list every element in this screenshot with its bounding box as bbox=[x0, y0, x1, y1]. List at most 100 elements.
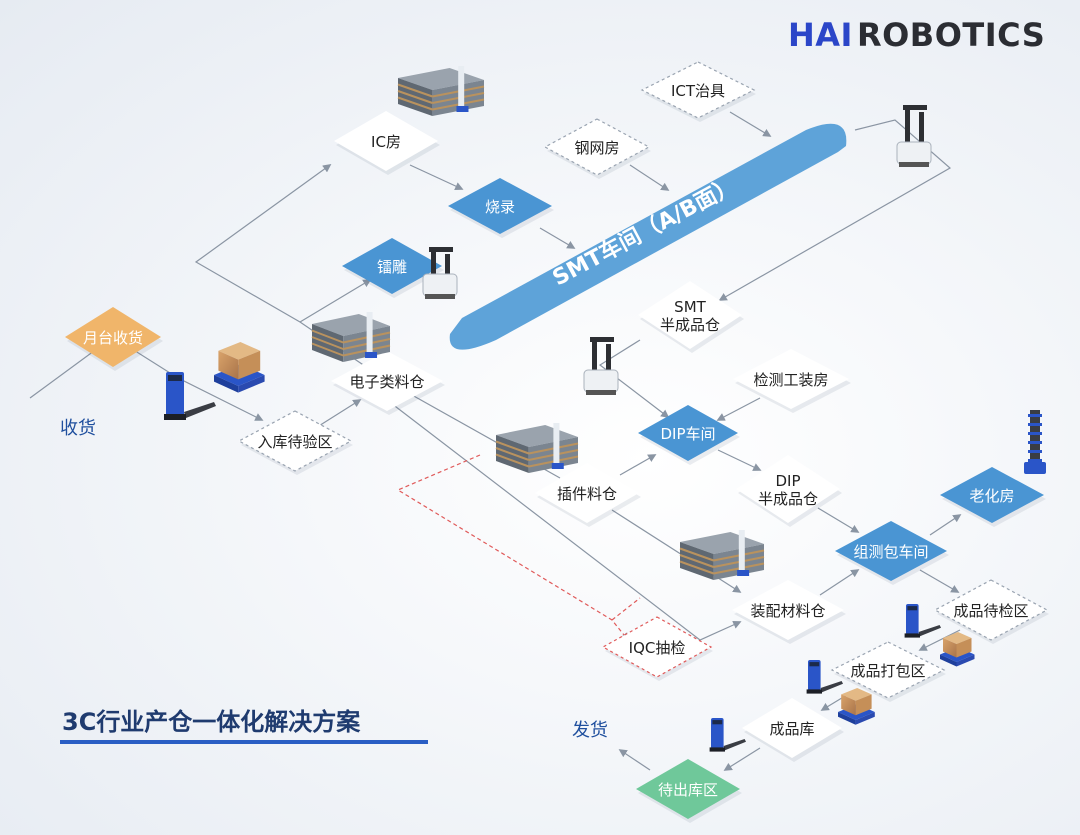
node-label: 电子类料仓 bbox=[349, 373, 424, 391]
node-shape bbox=[933, 579, 1049, 641]
forklift-robot-icon bbox=[709, 718, 746, 752]
node-label: IC房 bbox=[371, 133, 401, 151]
cargo-robot-icon bbox=[940, 632, 975, 667]
node-label: 待出库区 bbox=[658, 781, 718, 799]
node-iqc: IQC抽检 bbox=[601, 616, 713, 681]
brand-part1: HAI bbox=[788, 16, 853, 54]
connector-line bbox=[598, 339, 670, 419]
node-label: 钢网房 bbox=[574, 139, 619, 157]
node-label: 半成品仓 bbox=[758, 490, 818, 508]
node-shape bbox=[736, 455, 840, 523]
picking-robot-icon bbox=[422, 247, 458, 299]
node-shape bbox=[543, 118, 651, 176]
connector-line bbox=[299, 279, 372, 323]
cargo-robot-icon bbox=[838, 688, 875, 725]
node-shape bbox=[940, 467, 1044, 523]
node-jiance: 检测工装房 bbox=[733, 349, 851, 413]
node-label: 成品待检区 bbox=[953, 602, 1028, 620]
node-label: 成品打包区 bbox=[850, 662, 925, 680]
connector-line bbox=[618, 749, 651, 771]
node-label: ICT治具 bbox=[671, 82, 725, 100]
node-label: IQC抽检 bbox=[629, 639, 686, 657]
connector-line bbox=[817, 507, 860, 533]
node-laohua: 老化房 bbox=[940, 467, 1046, 527]
connector-line bbox=[723, 747, 761, 771]
iqc-connector bbox=[611, 597, 641, 621]
node-shape bbox=[732, 580, 844, 640]
picking-robot-icon bbox=[896, 105, 932, 167]
connector-line bbox=[919, 569, 960, 593]
title-underline bbox=[60, 740, 428, 744]
node-label: 装配材料仓 bbox=[750, 602, 825, 620]
brand-part2: ROBOTICS bbox=[856, 16, 1046, 54]
node-shape bbox=[742, 698, 842, 758]
smt-banner-shape bbox=[449, 123, 847, 350]
node-shape bbox=[733, 349, 849, 409]
node-label: 插件料仓 bbox=[557, 485, 617, 503]
node-ruku: 入库待验区 bbox=[237, 410, 353, 475]
connector-line bbox=[717, 449, 762, 471]
node-label: 烧录 bbox=[485, 198, 515, 216]
smt-banner-label: SMT车间（A/B面） bbox=[548, 172, 741, 291]
node-icfang: IC房 bbox=[334, 111, 440, 175]
node-chajian: 插件料仓 bbox=[535, 463, 641, 527]
node-daichu: 待出库区 bbox=[636, 759, 742, 823]
node-shape bbox=[835, 521, 947, 581]
page-title: 3C行业产仓一体化解决方案 bbox=[62, 708, 361, 736]
node-zuce: 组测包车间 bbox=[835, 521, 949, 585]
aging-rack-robot-icon bbox=[1024, 410, 1046, 474]
robot-illustrations bbox=[164, 66, 1046, 752]
connector-line bbox=[929, 514, 962, 536]
node-label: 半成品仓 bbox=[660, 316, 720, 334]
connector-line bbox=[629, 164, 670, 191]
connector-line bbox=[819, 569, 860, 596]
node-dip: DIP车间 bbox=[638, 405, 740, 465]
node-ictzhiju: ICT治具 bbox=[640, 61, 756, 122]
node-shape bbox=[638, 281, 742, 349]
node-dianzi: 电子类料仓 bbox=[331, 351, 445, 415]
node-shape bbox=[638, 405, 738, 461]
node-shape bbox=[448, 178, 552, 234]
node-shape bbox=[237, 410, 353, 472]
ship-label: 发货 bbox=[572, 720, 608, 741]
shelf-rack-icon bbox=[397, 66, 485, 116]
node-shape bbox=[830, 641, 946, 699]
connector-line bbox=[716, 397, 761, 421]
forklift-robot-icon bbox=[904, 604, 941, 638]
node-shape bbox=[636, 759, 740, 819]
node-shape bbox=[535, 463, 639, 523]
node-shape bbox=[640, 61, 756, 119]
node-leidiao: 镭雕 bbox=[342, 238, 444, 298]
node-shape bbox=[334, 111, 438, 171]
node-zhuangpei: 装配材料仓 bbox=[732, 580, 846, 644]
connector-line bbox=[918, 629, 961, 651]
node-shaolu: 烧录 bbox=[448, 178, 554, 238]
connector-line bbox=[729, 111, 772, 137]
node-chengpin: 成品库 bbox=[742, 698, 844, 762]
node-label: 镭雕 bbox=[377, 258, 407, 276]
node-label: 月台收货 bbox=[83, 329, 143, 347]
shelf-rack-icon bbox=[495, 423, 579, 473]
forklift-robot-icon bbox=[164, 372, 216, 420]
node-label: 老化房 bbox=[969, 487, 1014, 505]
node-shape bbox=[601, 616, 713, 678]
picking-robot-icon bbox=[583, 337, 619, 395]
cargo-robot-icon bbox=[214, 342, 265, 393]
node-label: 入库待验区 bbox=[257, 433, 332, 451]
node-shape bbox=[65, 307, 161, 367]
node-yuetai: 月台收货 bbox=[65, 307, 163, 371]
connector-line bbox=[539, 227, 576, 249]
receive-label: 收货 bbox=[60, 418, 96, 439]
node-label: DIP车间 bbox=[660, 425, 715, 443]
node-label: 成品库 bbox=[769, 720, 814, 738]
node-label: 检测工装房 bbox=[753, 371, 828, 389]
node-label: DIP bbox=[775, 472, 800, 490]
shelf-rack-icon bbox=[679, 530, 765, 580]
node-shape bbox=[331, 351, 443, 411]
node-dabao: 成品打包区 bbox=[830, 641, 946, 702]
